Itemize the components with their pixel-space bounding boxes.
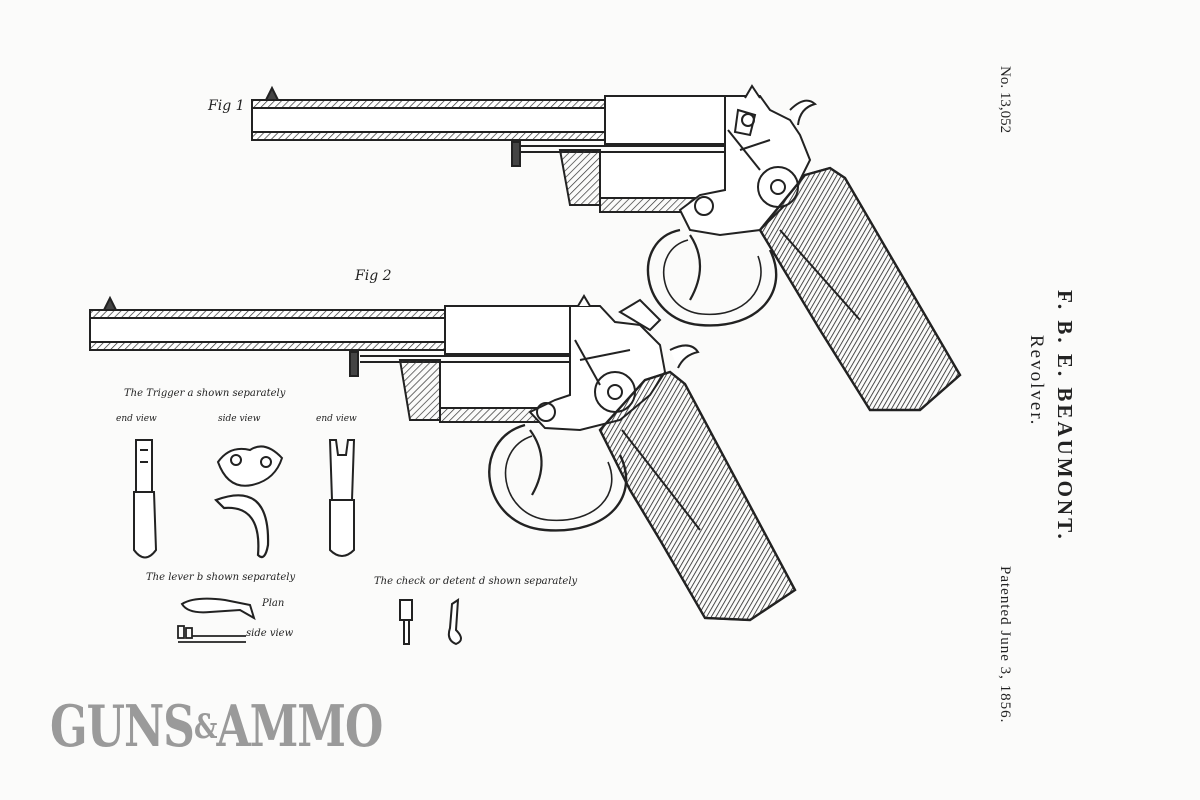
trigger-end-view-2: [328, 439, 356, 557]
fig2-label: Fig 2: [355, 268, 392, 284]
check-caption: The check or detent d shown separately: [374, 576, 578, 587]
fig1-label: Fig 1: [208, 98, 245, 114]
end-view-label-2: end view: [316, 414, 357, 424]
lever-plan-view: [180, 597, 256, 621]
side-view-label: side view: [218, 414, 261, 424]
watermark-logo: GUNS&AMMO: [50, 694, 383, 761]
lever-side-view: [177, 625, 246, 643]
trigger-caption: The Trigger a shown separately: [124, 388, 286, 399]
lever-side-view-label: side view: [246, 628, 294, 639]
trigger-side-view: [214, 445, 284, 559]
patent-date: Patented June 3, 1856.: [997, 566, 1013, 724]
inventor-name: F. B. E. BEAUMONT.: [1053, 290, 1077, 542]
patent-title: Revolver.: [1026, 335, 1047, 427]
trigger-end-view: [133, 439, 158, 559]
logo-ammo: AMMO: [216, 694, 383, 761]
logo-guns: GUNS: [50, 694, 195, 761]
lever-caption: The lever b shown separately: [146, 572, 296, 583]
check-detail: [399, 598, 462, 646]
patent-number: No. 13,052: [997, 66, 1013, 134]
fig2-revolver: [89, 294, 797, 622]
plan-label: Plan: [262, 598, 285, 609]
logo-ampersand: &: [193, 708, 218, 748]
end-view-label: end view: [116, 414, 157, 424]
fig1-revolver: [251, 84, 962, 412]
